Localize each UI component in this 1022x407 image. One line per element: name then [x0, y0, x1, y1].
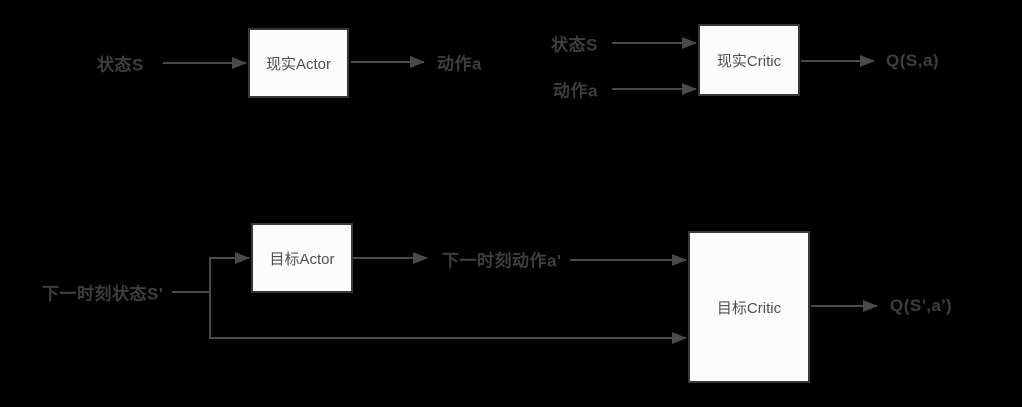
- label-q-s-a: Q(S,a): [886, 51, 940, 70]
- node-real-critic-label: 现实Critic: [716, 52, 782, 70]
- node-target-critic: 目标Critic: [688, 231, 810, 383]
- label-next-state: 下一时刻状态S': [42, 284, 164, 304]
- node-real-critic: 现实Critic: [698, 24, 800, 96]
- node-real-actor: 现实Actor: [248, 28, 349, 98]
- label-action-a-top-right: 动作a: [553, 81, 598, 101]
- label-state-s-top-left: 状态S: [97, 55, 144, 75]
- label-q-s-a-prime: Q(S',a'): [890, 296, 953, 315]
- label-next-action: 下一时刻动作a': [442, 251, 562, 271]
- label-action-a-top-left: 动作a: [437, 54, 482, 74]
- node-target-actor-label: 目标Actor: [269, 250, 335, 268]
- node-real-actor-label: 现实Actor: [265, 55, 331, 73]
- node-target-actor: 目标Actor: [251, 223, 353, 293]
- label-state-s-top-right: 状态S: [551, 35, 598, 55]
- node-target-critic-label: 目标Critic: [716, 299, 782, 317]
